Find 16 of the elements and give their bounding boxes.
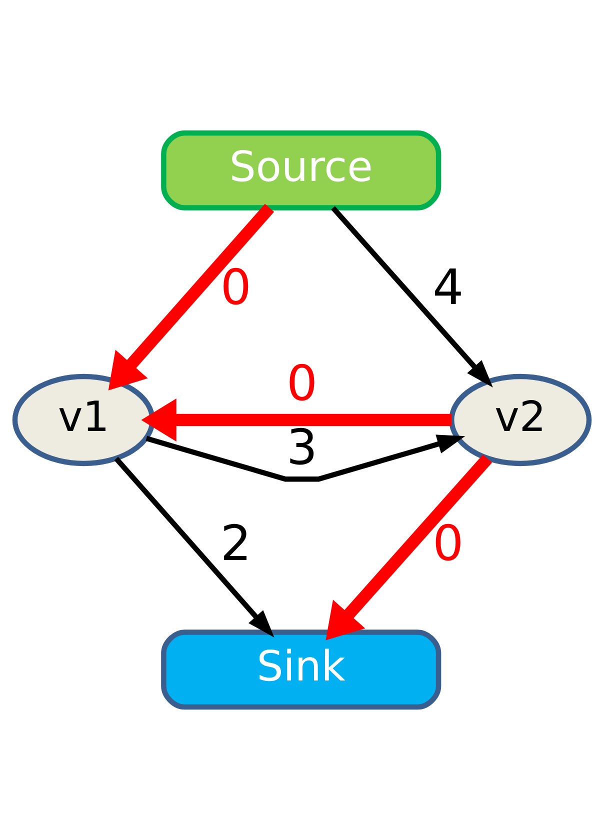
arrow	[146, 434, 466, 482]
edge-label: 4	[432, 260, 464, 316]
node-ellipse: v2	[449, 373, 592, 466]
edge-label: 3	[286, 420, 318, 476]
edge-label: 0	[220, 260, 252, 316]
arrow	[108, 203, 274, 390]
arrow	[141, 398, 452, 442]
node-ellipse: v1	[12, 373, 155, 466]
arrow	[326, 454, 492, 640]
edge-label: 2	[220, 515, 252, 572]
node-box: Source	[161, 130, 442, 210]
arrow	[114, 456, 274, 637]
edge-label: 0	[286, 355, 318, 412]
node-box: Sink	[161, 629, 442, 710]
edge-label: 0	[432, 515, 464, 572]
arrow	[331, 206, 493, 388]
